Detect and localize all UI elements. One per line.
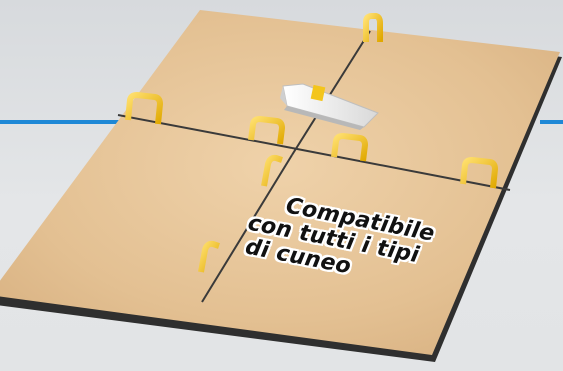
- leveling-clip-icon: [460, 157, 498, 189]
- leveling-clip-icon: [125, 92, 163, 125]
- grout-joint-vertical-top: [291, 30, 371, 156]
- wedge-icon: [280, 83, 379, 130]
- grout-joint-horizontal-left: [117, 114, 293, 149]
- leveling-clip-icon: [363, 13, 383, 42]
- leveling-clip-icon: [331, 133, 368, 162]
- leveling-clip-icon: [261, 154, 283, 187]
- leveling-clip-icon: [248, 116, 285, 145]
- leveling-clip-icon: [198, 240, 220, 273]
- grout-joint-vertical-bottom: [201, 154, 293, 303]
- grout-joint-horizontal-right: [291, 147, 511, 191]
